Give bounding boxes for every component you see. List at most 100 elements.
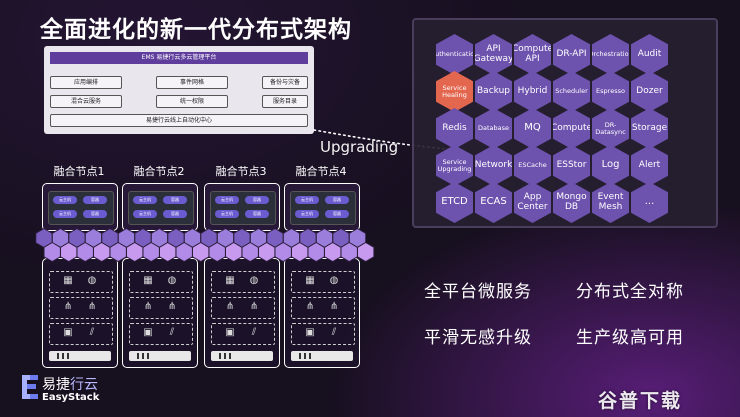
server-card-4: ▦◍⋔⋔▣⫽: [284, 258, 360, 368]
service-hex-esstor: ESStor: [553, 145, 590, 186]
service-hex-dr-datasync: DR-Datasync: [592, 108, 629, 149]
vm-pill: 云主机: [295, 196, 319, 204]
disk-icon: ◍: [167, 275, 177, 286]
container-pill: 容器: [325, 196, 349, 204]
chip-icon: ▣: [305, 327, 315, 338]
network-icon: ⋔: [143, 301, 153, 312]
network-row: ⋔⋔: [49, 297, 113, 319]
network-icon: ⋔: [167, 301, 177, 312]
service-hex-authentication: Authentication: [436, 34, 473, 75]
platform-button-service-catalog: 服务目录: [262, 95, 308, 108]
service-hex-label: Compute: [550, 122, 593, 133]
feature-high-availability: 生产级高可用: [576, 328, 684, 348]
node-label-2: 融合节点2: [133, 165, 185, 178]
vm-pill: 云主机: [53, 210, 77, 218]
band-hex: [43, 241, 61, 263]
service-hex-label: Log: [601, 159, 620, 171]
service-hex-label: ESCache: [518, 161, 547, 170]
node-workload-panel: 云主机容器云主机容器: [290, 191, 356, 225]
service-hex-orchestration: Orchestration: [592, 34, 629, 75]
service-hex-label: Database: [477, 124, 509, 133]
service-hex-label: Network: [474, 159, 513, 170]
service-hex-label: API Gateway: [473, 44, 514, 64]
service-hex-compute: Compute: [553, 108, 590, 149]
management-platform: EMS 易捷行云多云管理平台 应用编排 事件网格 备份与灾备 混合云服务 统一权…: [44, 46, 314, 134]
container-pill: 容器: [163, 196, 187, 204]
node-card-3: 云主机容器云主机容器: [204, 183, 280, 231]
chip-icon: ▦: [225, 275, 235, 286]
disk-icon: ◍: [249, 275, 259, 286]
service-hex-label: Storage: [631, 122, 668, 133]
memory-icon: ⫽: [331, 327, 337, 338]
ems-platform-bar: EMS 易捷行云多云管理平台: [50, 52, 308, 64]
memory-icon: ⫽: [251, 327, 257, 338]
service-hex-label: Service Upgrading: [437, 157, 472, 173]
container-pill: 容器: [83, 210, 107, 218]
service-hex-service-healing: Service Healing: [436, 71, 473, 112]
vm-pill: 云主机: [133, 196, 157, 204]
service-hex-mq: MQ: [514, 108, 551, 149]
vm-pill: 云主机: [215, 210, 239, 218]
storage-row: ▣⫽: [291, 323, 355, 345]
service-hex-service-upgrading: Service Upgrading: [436, 145, 473, 186]
node-card-2: 云主机容器云主机容器: [122, 183, 198, 231]
storage-row: ▣⫽: [49, 323, 113, 345]
service-hex-dozer: Dozer: [631, 71, 668, 112]
server-drive-bar: [291, 351, 353, 361]
chip-icon: ▦: [305, 275, 315, 286]
chip-icon: ▣: [225, 327, 235, 338]
service-hex-api-gateway: API Gateway: [475, 34, 512, 75]
service-hex-network: Network: [475, 145, 512, 186]
service-hex-espresso: Espresso: [592, 71, 629, 112]
service-hex-redis: Redis: [436, 108, 473, 149]
service-hex-mongo-db: Mongo DB: [553, 182, 590, 223]
server-drive-bar: [49, 351, 111, 361]
container-pill: 容器: [325, 210, 349, 218]
band-hex: [324, 241, 342, 263]
service-hex-label: Espresso: [596, 87, 625, 96]
service-hex-event-mesh: Event Mesh: [592, 182, 629, 223]
band-hex: [291, 241, 309, 263]
service-hex-database: Database: [475, 108, 512, 149]
band-hex: [357, 241, 375, 263]
storage-row: ▣⫽: [129, 323, 193, 345]
easystack-logo-icon: [22, 375, 38, 399]
network-row: ⋔⋔: [129, 297, 193, 319]
memory-icon: ⫽: [169, 327, 175, 338]
service-hex-label: Authentication: [430, 50, 479, 59]
network-icon: ⋔: [87, 301, 97, 312]
upgrading-label: Upgrading: [320, 138, 399, 156]
node-card-1: 云主机容器云主机容器: [42, 183, 118, 231]
band-hex: [175, 241, 193, 263]
service-hex-label: DR-API: [556, 48, 587, 59]
feature-symmetric: 分布式全对称: [576, 282, 684, 302]
platform-button-app-orchestration: 应用编排: [50, 76, 122, 89]
service-hex-storage: Storage: [631, 108, 668, 149]
network-row: ⋔⋔: [291, 297, 355, 319]
band-hex: [241, 241, 259, 263]
compute-row: ▦◍: [291, 271, 355, 293]
band-hex: [274, 241, 292, 263]
node-workload-panel: 云主机容器云主机容器: [210, 191, 276, 225]
storage-row: ▣⫽: [211, 323, 275, 345]
band-hex: [60, 241, 78, 263]
compute-row: ▦◍: [49, 271, 113, 293]
feature-seamless-upgrade: 平滑无感升级: [424, 328, 532, 348]
network-icon: ⋔: [249, 301, 259, 312]
band-hex: [307, 241, 325, 263]
node-card-4: 云主机容器云主机容器: [284, 183, 360, 231]
server-drive-bar: [211, 351, 273, 361]
service-hex-label: ESStor: [556, 159, 587, 170]
service-hex-alert: Alert: [631, 145, 668, 186]
container-pill: 容器: [163, 210, 187, 218]
node-label-4: 融合节点4: [295, 165, 347, 178]
band-hex: [159, 241, 177, 263]
service-hex-label: Mongo DB: [556, 192, 587, 212]
server-card-2: ▦◍⋔⋔▣⫽: [122, 258, 198, 368]
service-hex-label: App Center: [517, 192, 548, 212]
band-hex: [208, 241, 226, 263]
compute-row: ▦◍: [211, 271, 275, 293]
platform-button-hybrid-cloud: 混合云服务: [50, 95, 122, 108]
vm-pill: 云主机: [133, 210, 157, 218]
